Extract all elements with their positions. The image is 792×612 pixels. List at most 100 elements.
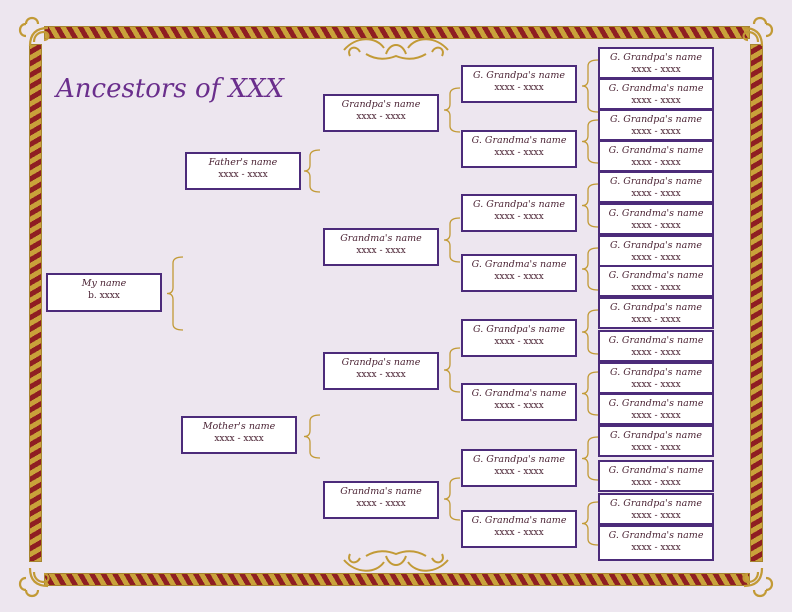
person-name: G. Grandpa's name (610, 52, 702, 63)
person-name: G. Grandma's name (608, 530, 704, 541)
person-name: G. Grandma's name (471, 135, 567, 146)
person-dates: xxxx - xxxx (494, 401, 544, 411)
person-box-great-grandparent[interactable]: G. Grandma's name xxxx - xxxx (461, 510, 577, 548)
bracket-icon (581, 501, 599, 546)
person-dates: xxxx - xxxx (494, 212, 544, 222)
person-box-great-grandparent[interactable]: G. Grandma's name xxxx - xxxx (461, 130, 577, 168)
bracket-icon (443, 87, 461, 133)
flourish-ornament-icon (343, 550, 449, 572)
person-box-mother[interactable]: Mother's name xxxx - xxxx (181, 416, 297, 454)
person-box-great-great-grandparent[interactable]: G. Grandma's name xxxx - xxxx (598, 393, 714, 425)
person-box-me[interactable]: My name b. xxxx (46, 273, 162, 312)
person-box-great-great-grandparent[interactable]: G. Grandpa's name xxxx - xxxx (598, 109, 714, 141)
person-dates: xxxx - xxxx (631, 253, 681, 263)
person-dates: xxxx - xxxx (631, 443, 681, 453)
person-name: G. Grandma's name (608, 398, 704, 409)
person-dates: xxxx - xxxx (631, 511, 681, 521)
person-box-great-great-grandparent[interactable]: G. Grandma's name xxxx - xxxx (598, 203, 714, 235)
person-dates: xxxx - xxxx (631, 380, 681, 390)
person-dates: xxxx - xxxx (631, 189, 681, 199)
person-dates: xxxx - xxxx (218, 170, 268, 180)
person-dates: xxxx - xxxx (631, 283, 681, 293)
person-box-great-grandparent[interactable]: G. Grandpa's name xxxx - xxxx (461, 449, 577, 487)
person-name: G. Grandpa's name (610, 498, 702, 509)
rope-border-left (29, 44, 42, 562)
corner-scroll-icon (18, 16, 50, 47)
person-box-great-great-grandparent[interactable]: G. Grandpa's name xxxx - xxxx (598, 235, 714, 267)
rope-border-bottom (44, 573, 750, 586)
person-name: G. Grandma's name (608, 208, 704, 219)
person-box-grandparent[interactable]: Grandma's name xxxx - xxxx (323, 481, 439, 519)
person-dates: xxxx - xxxx (494, 83, 544, 93)
person-dates: xxxx - xxxx (631, 543, 681, 553)
person-box-grandparent[interactable]: Grandpa's name xxxx - xxxx (323, 352, 439, 390)
person-dates: xxxx - xxxx (214, 434, 264, 444)
person-box-great-grandparent[interactable]: G. Grandma's name xxxx - xxxx (461, 254, 577, 292)
person-box-grandparent[interactable]: Grandma's name xxxx - xxxx (323, 228, 439, 266)
person-name: G. Grandma's name (471, 259, 567, 270)
person-dates: xxxx - xxxx (631, 478, 681, 488)
person-box-great-great-grandparent[interactable]: G. Grandma's name xxxx - xxxx (598, 330, 714, 362)
person-name: Mother's name (202, 421, 276, 432)
person-name: G. Grandma's name (608, 465, 704, 476)
bracket-icon (581, 371, 599, 416)
person-dates: xxxx - xxxx (356, 112, 406, 122)
person-dates: xxxx - xxxx (494, 272, 544, 282)
rope-border-right (750, 44, 763, 562)
person-name: Grandma's name (340, 486, 422, 497)
bracket-icon (443, 347, 461, 393)
person-dates: b. xxxx (88, 291, 120, 301)
person-name: My name (81, 278, 127, 289)
person-name: G. Grandma's name (608, 270, 704, 281)
person-box-great-great-grandparent[interactable]: G. Grandpa's name xxxx - xxxx (598, 297, 714, 329)
person-name: Grandpa's name (341, 357, 421, 368)
rope-border-top (44, 26, 750, 39)
person-dates: xxxx - xxxx (631, 127, 681, 137)
person-dates: xxxx - xxxx (356, 499, 406, 509)
bracket-icon (303, 414, 321, 459)
person-name: Grandpa's name (341, 99, 421, 110)
person-box-great-great-grandparent[interactable]: G. Grandma's name xxxx - xxxx (598, 460, 714, 492)
bracket-icon (581, 119, 599, 164)
person-name: G. Grandpa's name (610, 302, 702, 313)
person-dates: xxxx - xxxx (356, 246, 406, 256)
bracket-icon (581, 183, 599, 228)
person-name: G. Grandpa's name (473, 324, 565, 335)
person-name: G. Grandpa's name (610, 176, 702, 187)
page-title: Ancestors of XXX (56, 74, 285, 104)
person-name: G. Grandpa's name (610, 240, 702, 251)
person-box-great-great-grandparent[interactable]: G. Grandpa's name xxxx - xxxx (598, 362, 714, 394)
person-name: G. Grandpa's name (473, 199, 565, 210)
person-name: G. Grandpa's name (610, 367, 702, 378)
person-box-great-grandparent[interactable]: G. Grandpa's name xxxx - xxxx (461, 319, 577, 357)
bracket-icon (581, 59, 599, 113)
person-box-grandparent[interactable]: Grandpa's name xxxx - xxxx (323, 94, 439, 132)
person-box-father[interactable]: Father's name xxxx - xxxx (185, 152, 301, 190)
person-box-great-grandparent[interactable]: G. Grandpa's name xxxx - xxxx (461, 65, 577, 103)
person-box-great-great-grandparent[interactable]: G. Grandpa's name xxxx - xxxx (598, 171, 714, 203)
person-box-great-great-grandparent[interactable]: G. Grandpa's name xxxx - xxxx (598, 493, 714, 525)
person-name: G. Grandma's name (608, 145, 704, 156)
person-box-great-grandparent[interactable]: G. Grandpa's name xxxx - xxxx (461, 194, 577, 232)
person-box-great-great-grandparent[interactable]: G. Grandpa's name xxxx - xxxx (598, 47, 714, 79)
person-name: G. Grandpa's name (473, 454, 565, 465)
bracket-icon (303, 149, 321, 193)
person-name: G. Grandma's name (608, 335, 704, 346)
person-dates: xxxx - xxxx (631, 348, 681, 358)
person-name: G. Grandpa's name (473, 70, 565, 81)
person-box-great-great-grandparent[interactable]: G. Grandma's name xxxx - xxxx (598, 140, 714, 172)
person-name: G. Grandpa's name (610, 430, 702, 441)
person-box-great-great-grandparent[interactable]: G. Grandpa's name xxxx - xxxx (598, 425, 714, 457)
person-box-great-grandparent[interactable]: G. Grandma's name xxxx - xxxx (461, 383, 577, 421)
person-dates: xxxx - xxxx (631, 315, 681, 325)
person-box-great-great-grandparent[interactable]: G. Grandma's name xxxx - xxxx (598, 525, 714, 561)
person-dates: xxxx - xxxx (356, 370, 406, 380)
person-dates: xxxx - xxxx (631, 158, 681, 168)
person-dates: xxxx - xxxx (494, 528, 544, 538)
flourish-ornament-icon (343, 38, 449, 60)
corner-scroll-icon (742, 567, 774, 598)
person-box-great-great-grandparent[interactable]: G. Grandma's name xxxx - xxxx (598, 78, 714, 110)
person-name: G. Grandpa's name (610, 114, 702, 125)
person-box-great-great-grandparent[interactable]: G. Grandma's name xxxx - xxxx (598, 265, 714, 297)
